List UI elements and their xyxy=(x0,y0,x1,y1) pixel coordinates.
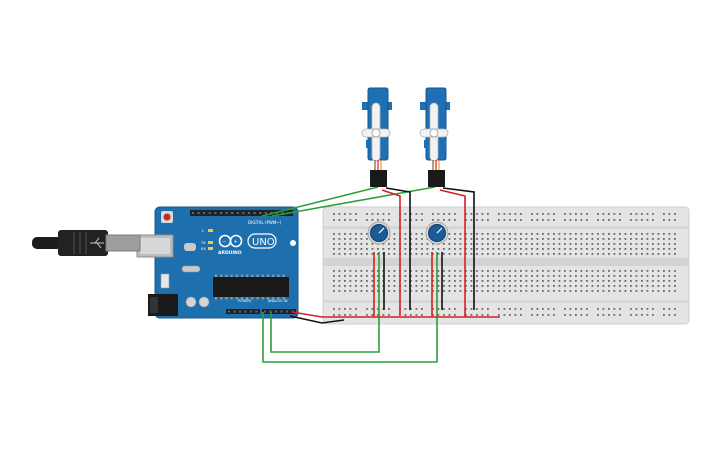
wires xyxy=(261,186,500,363)
wire-green-servo1[interactable] xyxy=(261,186,379,217)
wire-red-servo2[interactable] xyxy=(439,189,466,317)
potentiometer-1[interactable] xyxy=(367,221,391,245)
servo-connector-1[interactable] xyxy=(370,170,387,187)
board-model: UNO xyxy=(252,237,275,248)
wire-green-pot2[interactable] xyxy=(262,252,438,363)
arduino-logo: − + xyxy=(218,234,243,248)
digital-label: DIGITAL (PWM~) xyxy=(248,220,282,225)
svg-text:−: − xyxy=(222,239,226,245)
wire-black-servo2[interactable] xyxy=(442,187,475,310)
power-label: POWER xyxy=(238,299,252,303)
led-l-label: L xyxy=(202,229,204,233)
led-tx-label: TX xyxy=(200,241,206,245)
board-brand: ARDUINO xyxy=(218,250,242,256)
servo-1[interactable] xyxy=(361,87,392,187)
analog-header[interactable] xyxy=(262,309,296,314)
analog-label: ANALOG IN xyxy=(268,299,288,303)
wire-green-pot1[interactable] xyxy=(270,252,380,353)
svg-text:+: + xyxy=(234,239,238,245)
servo-2[interactable] xyxy=(419,87,450,187)
breadboard[interactable] xyxy=(322,206,690,325)
digital-header[interactable] xyxy=(190,210,293,216)
servo-connector-2[interactable] xyxy=(428,170,445,187)
usb-b-cable[interactable] xyxy=(32,230,141,256)
arduino-uno-board[interactable]: DIGITAL (PWM~) − + ARDUINO UNO L TX RX xyxy=(136,206,299,319)
led-rx-label: RX xyxy=(201,247,206,251)
usb-icon xyxy=(90,237,104,249)
wire-black-gnd[interactable] xyxy=(289,315,345,324)
potentiometer-2[interactable] xyxy=(425,221,449,245)
power-header[interactable] xyxy=(226,309,260,314)
atmega-chip xyxy=(213,277,289,297)
uno-badge: UNO xyxy=(247,233,277,249)
wire-black-servo1[interactable] xyxy=(385,187,411,310)
wire-red-servo1[interactable] xyxy=(381,189,401,315)
wire-red-5v[interactable] xyxy=(291,311,500,318)
